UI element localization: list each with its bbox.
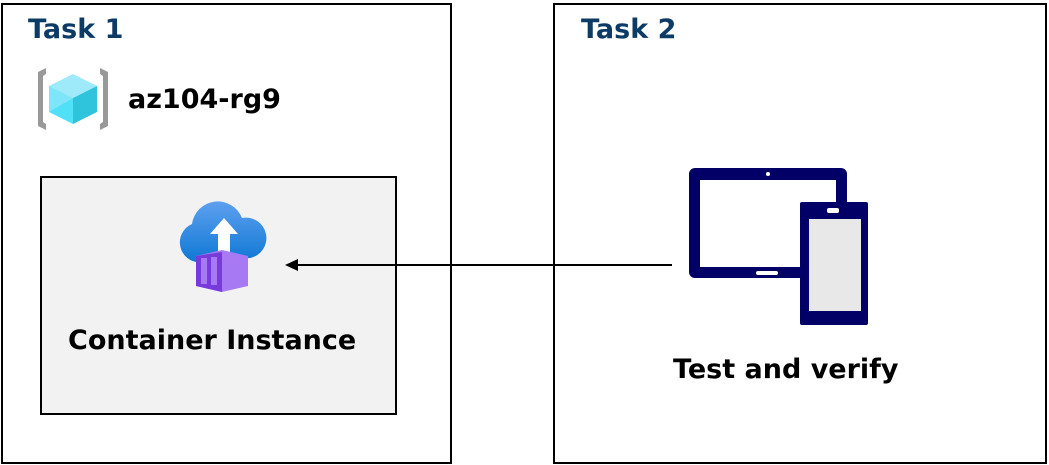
container-instance-icon — [179, 201, 267, 292]
task2-title: Task 2 — [581, 14, 677, 45]
container-instance-label: Container Instance — [68, 325, 357, 356]
tablet-phone-icon — [689, 168, 868, 325]
resource-group-name: az104-rg9 — [128, 84, 281, 115]
task1-title: Task 1 — [28, 14, 124, 45]
device-label: Test and verify — [673, 354, 899, 385]
resource-group-icon — [38, 68, 108, 130]
